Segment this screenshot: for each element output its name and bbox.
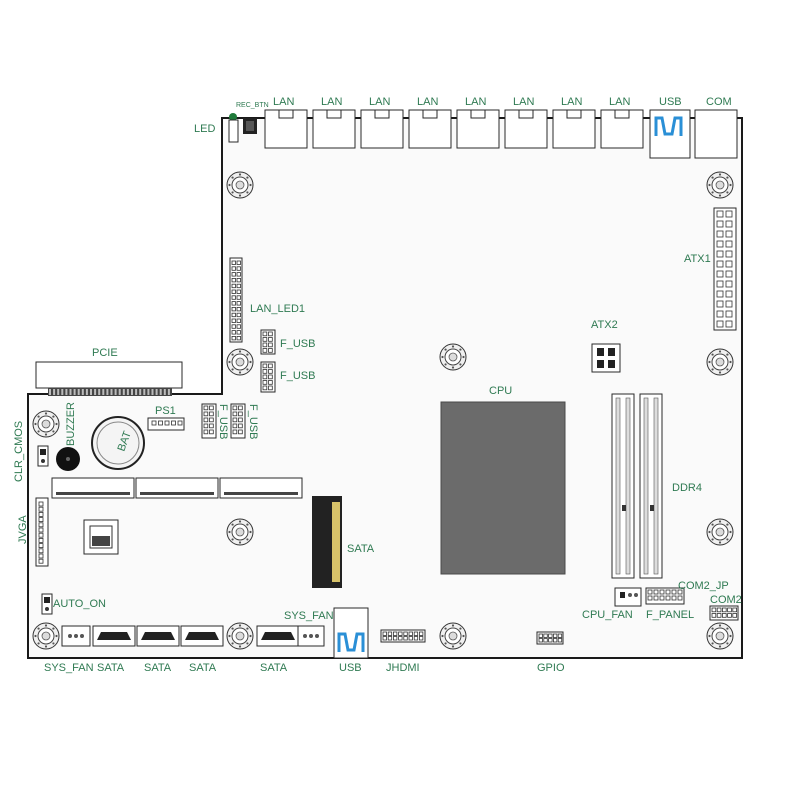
com2-jp-label: COM2_JP (678, 580, 729, 592)
sata-vertical-label: SATA (347, 543, 375, 555)
mount-holes (32, 171, 734, 650)
pcie-contacts (48, 388, 172, 396)
f-panel-label: F_PANEL (646, 609, 694, 621)
usb-port-icon (337, 632, 365, 652)
buzzer-label: BUZZER (65, 402, 77, 446)
screw-hole-icon (226, 622, 254, 650)
lan-label-6: LAN (513, 96, 534, 108)
usb-port-icon (654, 116, 683, 136)
screw-hole-icon (32, 410, 60, 438)
lan-label-3: LAN (369, 96, 390, 108)
lan-label-8: LAN (609, 96, 630, 108)
rj45-port-icon (614, 109, 630, 119)
clr-cmos-jumper (37, 445, 49, 467)
screw-hole-icon (706, 622, 734, 650)
sata-label-2: SATA (144, 662, 172, 674)
com-label: COM (706, 96, 732, 108)
f-usb-label-1: F_USB (280, 338, 315, 350)
ddr4-label: DDR4 (672, 482, 702, 494)
com2-label: COM2 (710, 594, 742, 606)
atx2-label: ATX2 (591, 319, 618, 331)
lan-label-4: LAN (417, 96, 438, 108)
sata-bottom-group (92, 625, 300, 647)
jhdmi-label: JHDMI (386, 662, 420, 674)
screw-hole-icon (226, 518, 254, 546)
lan-label-2: LAN (321, 96, 342, 108)
screw-hole-icon (226, 171, 254, 199)
led-label: LED (194, 123, 215, 135)
ddr4-slots (611, 393, 663, 579)
usb-bottom-label: USB (339, 662, 362, 674)
lan-label-5: LAN (465, 96, 486, 108)
rj45-port-icon (518, 109, 534, 119)
atx2-connector (591, 343, 621, 373)
com-port (694, 109, 738, 159)
auto-on-jumper (41, 593, 53, 615)
screw-hole-icon (226, 348, 254, 376)
lan-port-group: LAN LAN LAN LAN LAN LAN LAN LAN (264, 96, 644, 149)
clr-cmos-label: CLR_CMOS (13, 421, 25, 482)
gpio-label: GPIO (537, 662, 565, 674)
sata-label-4: SATA (260, 662, 288, 674)
screw-hole-icon (32, 622, 60, 650)
sys-fan-left-label: SYS_FAN (44, 662, 94, 674)
screw-hole-icon (439, 622, 467, 650)
lan-label-7: LAN (561, 96, 582, 108)
f-usb-label-4: F_USB (247, 404, 259, 439)
rj45-port-icon (278, 109, 294, 119)
screw-hole-icon (439, 343, 467, 371)
ps1-label: PS1 (155, 405, 176, 417)
pcie-slot (35, 361, 183, 389)
led-body (228, 119, 239, 143)
cpu-fan-label: CPU_FAN (582, 609, 633, 621)
rec-btn-label: REC_BTN (236, 102, 269, 109)
atx1-connector (713, 207, 737, 331)
pcie-label: PCIE (92, 347, 118, 359)
atx1-label: ATX1 (684, 253, 711, 265)
rj45-port-icon (566, 109, 582, 119)
f-usb-label-2: F_USB (280, 370, 315, 382)
sata-label-3: SATA (189, 662, 217, 674)
led-indicator-icon (229, 113, 237, 121)
jvga-label: JVGA (17, 515, 29, 544)
rj45-port-icon (326, 109, 342, 119)
battery-icon (91, 416, 145, 470)
sys-fan-right-label: SYS_FAN (284, 610, 334, 622)
rj45-port-icon (422, 109, 438, 119)
cpu-die (440, 401, 566, 575)
auto-on-label: AUTO_ON (53, 598, 106, 610)
screw-hole-icon (706, 518, 734, 546)
lan-port-3 (360, 109, 404, 149)
lan-label-1: LAN (273, 96, 294, 108)
screw-hole-icon (706, 171, 734, 199)
cpu-fan-connector (614, 587, 642, 607)
cpu-label: CPU (489, 385, 512, 397)
rj45-port-icon (374, 109, 390, 119)
sata-label-1: SATA (97, 662, 125, 674)
usb-top-label: USB (659, 96, 682, 108)
rj45-port-icon (470, 109, 486, 119)
jhdmi-header (380, 629, 426, 643)
f-usb-label-3: F_USB (217, 404, 229, 439)
lan-led1-label: LAN_LED1 (250, 303, 305, 315)
screw-hole-icon (706, 348, 734, 376)
